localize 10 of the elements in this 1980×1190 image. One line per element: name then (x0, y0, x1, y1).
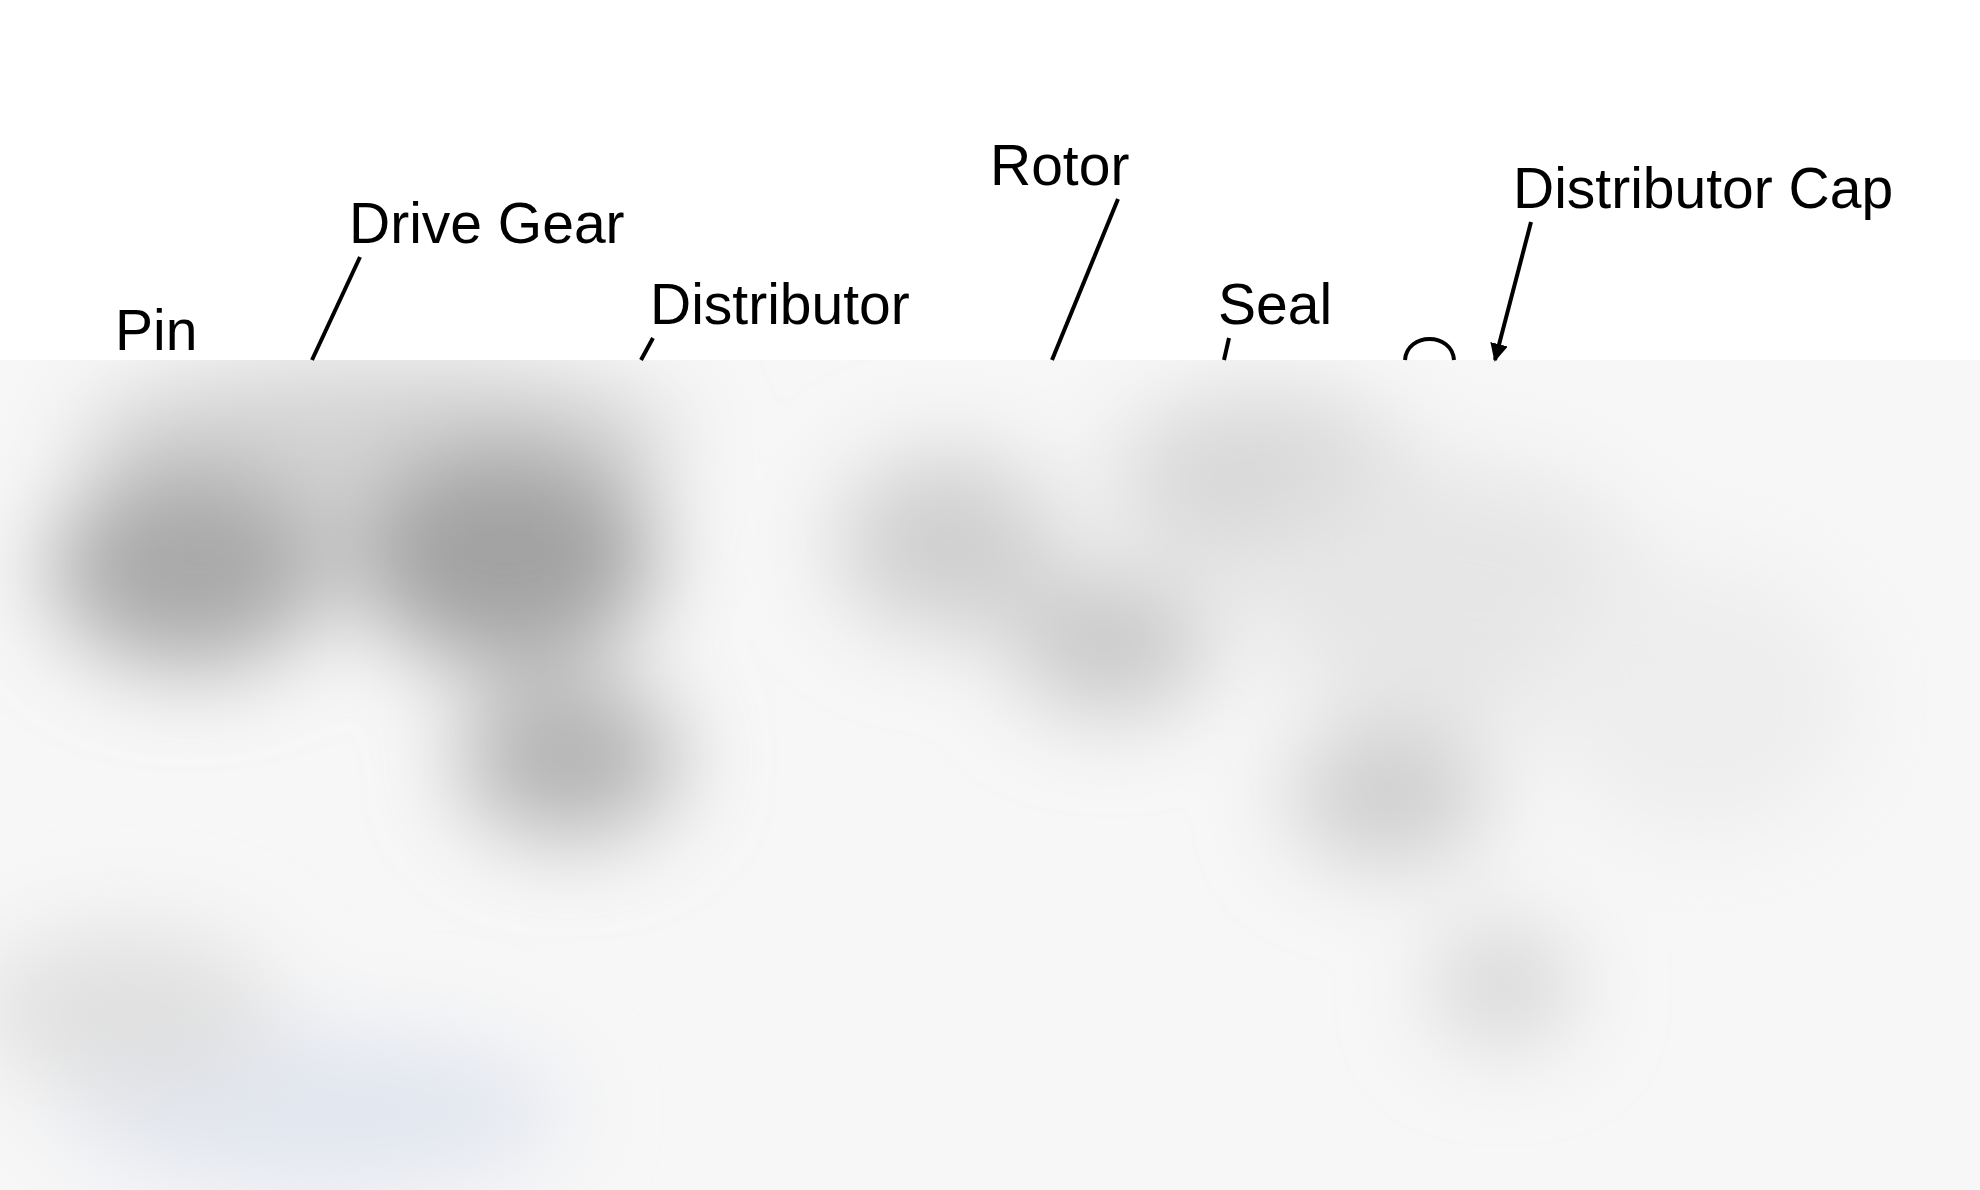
part-label: Pin (115, 302, 198, 359)
leader-line (1050, 198, 1120, 361)
part-label: Seal (1218, 276, 1333, 333)
part-label: Distributor (650, 276, 910, 333)
part-label: Rotor (990, 137, 1130, 194)
leader-line (1222, 337, 1231, 361)
leader-arrow (1490, 221, 1533, 362)
part-label: Drive Gear (349, 195, 625, 252)
leader-line (310, 256, 362, 361)
leader-line (639, 337, 655, 361)
